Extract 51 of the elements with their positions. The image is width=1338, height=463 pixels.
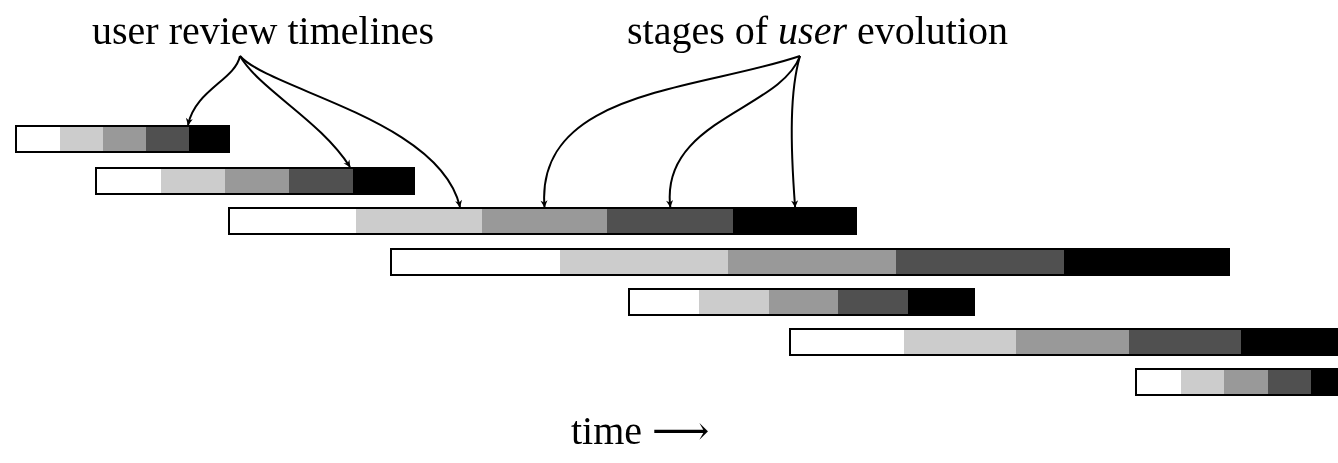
stage-segment [390,248,560,276]
annotation-text: stages of user evolution [627,8,1009,54]
arrow [239,55,351,168]
stage-segment [95,167,161,195]
stage-segment [1135,368,1181,396]
timeline-bar [228,207,857,235]
stage-segment [838,288,908,316]
timeline-bar [1135,368,1338,396]
stage-segment [699,288,769,316]
timeline-bar [95,167,415,195]
timeline-bar [628,288,975,316]
stage-segment [1064,248,1230,276]
arrow [186,55,241,126]
timeline-bar [390,248,1230,276]
stage-segment [896,248,1064,276]
stage-segment [189,125,230,153]
stage-segment [353,167,415,195]
stage-segment [1241,328,1338,356]
stage-segment [903,328,1016,356]
arrow [541,55,801,208]
stage-segment [560,248,728,276]
stage-segment [1180,368,1224,396]
stage-segment [607,207,734,235]
timeline-bar [789,328,1338,356]
stage-segment [225,167,289,195]
stage-segment [768,288,839,316]
stage-segment [789,328,904,356]
axis-label: time ⟶ [571,408,710,454]
stage-segment [1016,328,1129,356]
stage-segment [15,125,60,153]
arrow [666,55,801,208]
annotation-text: user review timelines [92,8,435,54]
stage-segment [146,125,189,153]
stage-segment [161,167,225,195]
stage-segment [1224,368,1268,396]
stage-segment [1128,328,1241,356]
arrow [239,55,461,208]
stage-segment [289,167,353,195]
timeline-bar [15,125,230,153]
stage-segment [355,207,482,235]
arrow [790,55,801,208]
stage-segment [628,288,700,316]
stage-segment [1311,368,1338,396]
stage-segment [103,125,146,153]
stage-segment [228,207,356,235]
stage-segment [60,125,103,153]
stage-segment [1267,368,1311,396]
stage-segment [728,248,896,276]
stage-segment [733,207,857,235]
stage-segment [481,207,608,235]
stage-segment [907,288,975,316]
